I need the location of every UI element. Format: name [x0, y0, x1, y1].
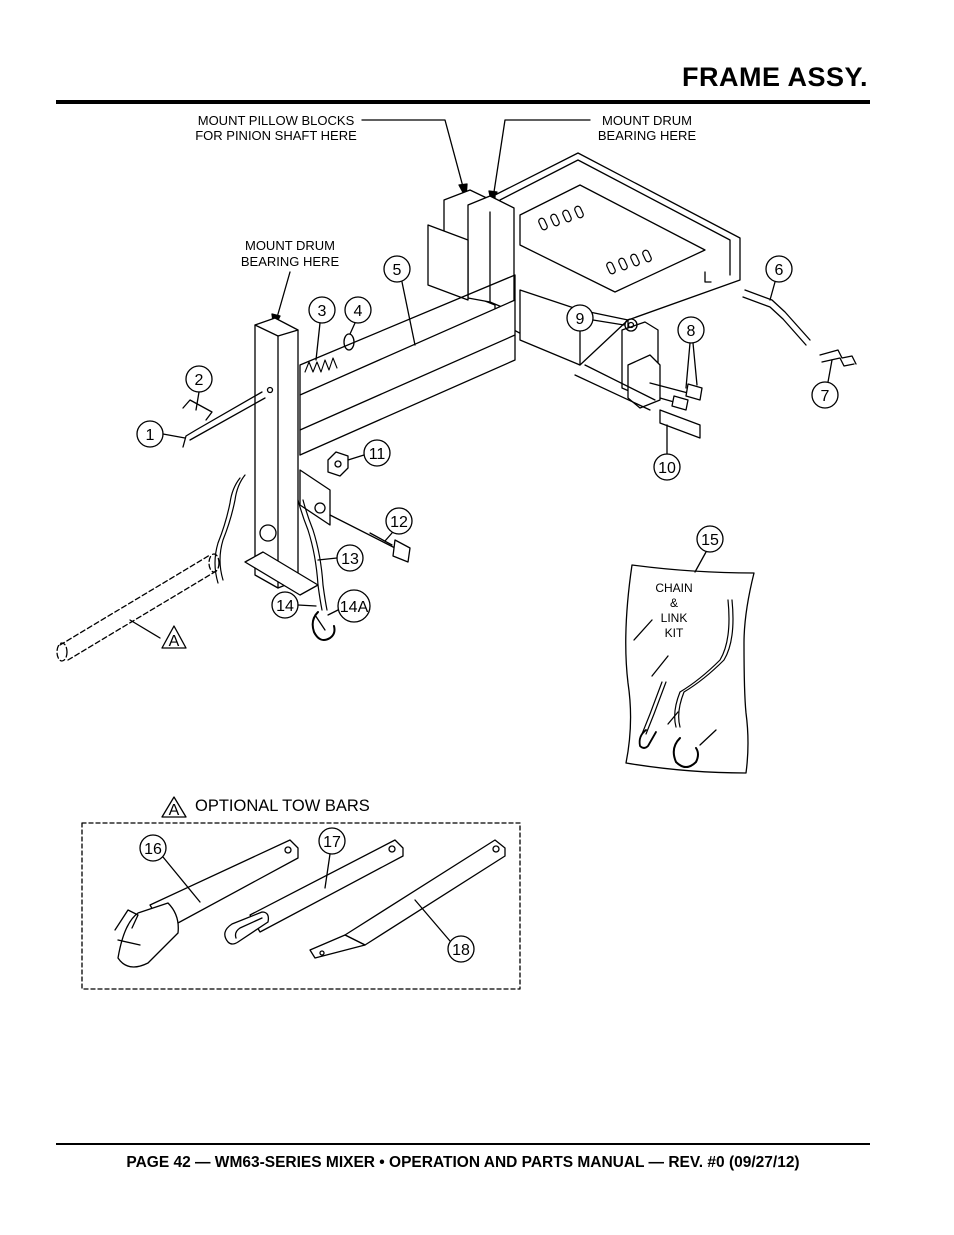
- svg-text:2: 2: [195, 372, 204, 389]
- callout-3: 3: [308, 296, 336, 361]
- chain-link-kit: CHAIN & LINK KIT: [625, 564, 755, 774]
- kit-line3: LINK: [661, 611, 688, 625]
- optional-label: OPTIONAL TOW BARS: [195, 797, 370, 815]
- svg-text:14A: 14A: [340, 599, 369, 616]
- note-pillow-blocks: MOUNT PILLOW BLOCKS FOR PINION SHAFT HER…: [195, 113, 468, 199]
- callout-17: 17: [318, 827, 346, 889]
- callout-5: 5: [383, 255, 416, 346]
- callout-18: 18: [414, 899, 475, 963]
- footer-rule: [56, 1143, 870, 1145]
- callout-2: 2: [185, 365, 213, 411]
- callout-9: 9: [566, 304, 625, 332]
- optional-marker: A: [169, 802, 180, 819]
- callout-16: 16: [139, 834, 201, 903]
- svg-text:1: 1: [146, 427, 155, 444]
- svg-text:13: 13: [341, 551, 359, 568]
- callout-8: 8: [677, 316, 705, 389]
- svg-text:3: 3: [318, 303, 327, 320]
- optional-tow-bars-section: A OPTIONAL TOW BARS: [81, 796, 521, 990]
- svg-text:A: A: [169, 633, 180, 650]
- callout-15: 15: [694, 525, 724, 573]
- svg-text:9: 9: [576, 311, 585, 328]
- kit-line1: CHAIN: [655, 581, 692, 595]
- svg-text:8: 8: [687, 323, 696, 340]
- note-drum-right-line1: MOUNT DRUM: [602, 113, 692, 128]
- svg-text:6: 6: [775, 262, 784, 279]
- note-pillow-line1: MOUNT PILLOW BLOCKS: [198, 113, 355, 128]
- callout-14a: 14A: [327, 589, 371, 623]
- svg-text:11: 11: [369, 446, 386, 463]
- svg-text:17: 17: [323, 834, 341, 851]
- svg-text:7: 7: [821, 388, 830, 405]
- svg-text:5: 5: [393, 262, 402, 279]
- main-frame-drawing: [56, 152, 857, 662]
- svg-text:18: 18: [452, 942, 470, 959]
- callout-4: 4: [344, 296, 372, 335]
- svg-text:15: 15: [701, 532, 719, 549]
- header-rule: [56, 100, 870, 104]
- kit-line2: &: [670, 596, 678, 610]
- svg-text:12: 12: [390, 514, 408, 531]
- callout-7: 7: [811, 359, 839, 409]
- note-drum-left-line2: BEARING HERE: [241, 254, 340, 269]
- svg-text:14: 14: [276, 598, 294, 615]
- kit-line4: KIT: [665, 626, 684, 640]
- callout-12: 12: [384, 507, 413, 542]
- callout-1: 1: [136, 420, 186, 448]
- callout-11: 11: [347, 439, 391, 467]
- note-pillow-line2: FOR PINION SHAFT HERE: [195, 128, 357, 143]
- page-footer: PAGE 42 — WM63-SERIES MIXER • OPERATION …: [126, 1154, 800, 1171]
- svg-text:16: 16: [144, 841, 162, 858]
- note-drum-left-line1: MOUNT DRUM: [245, 238, 335, 253]
- page-title: FRAME ASSY.: [681, 62, 868, 92]
- note-drum-right-line2: BEARING HERE: [598, 128, 697, 143]
- callout-a-marker: A: [161, 625, 187, 650]
- callout-14: 14: [271, 591, 317, 619]
- svg-text:4: 4: [354, 303, 363, 320]
- callout-13: 13: [317, 544, 364, 572]
- callout-6: 6: [765, 255, 793, 301]
- svg-text:10: 10: [658, 460, 676, 477]
- callout-10: 10: [653, 424, 681, 481]
